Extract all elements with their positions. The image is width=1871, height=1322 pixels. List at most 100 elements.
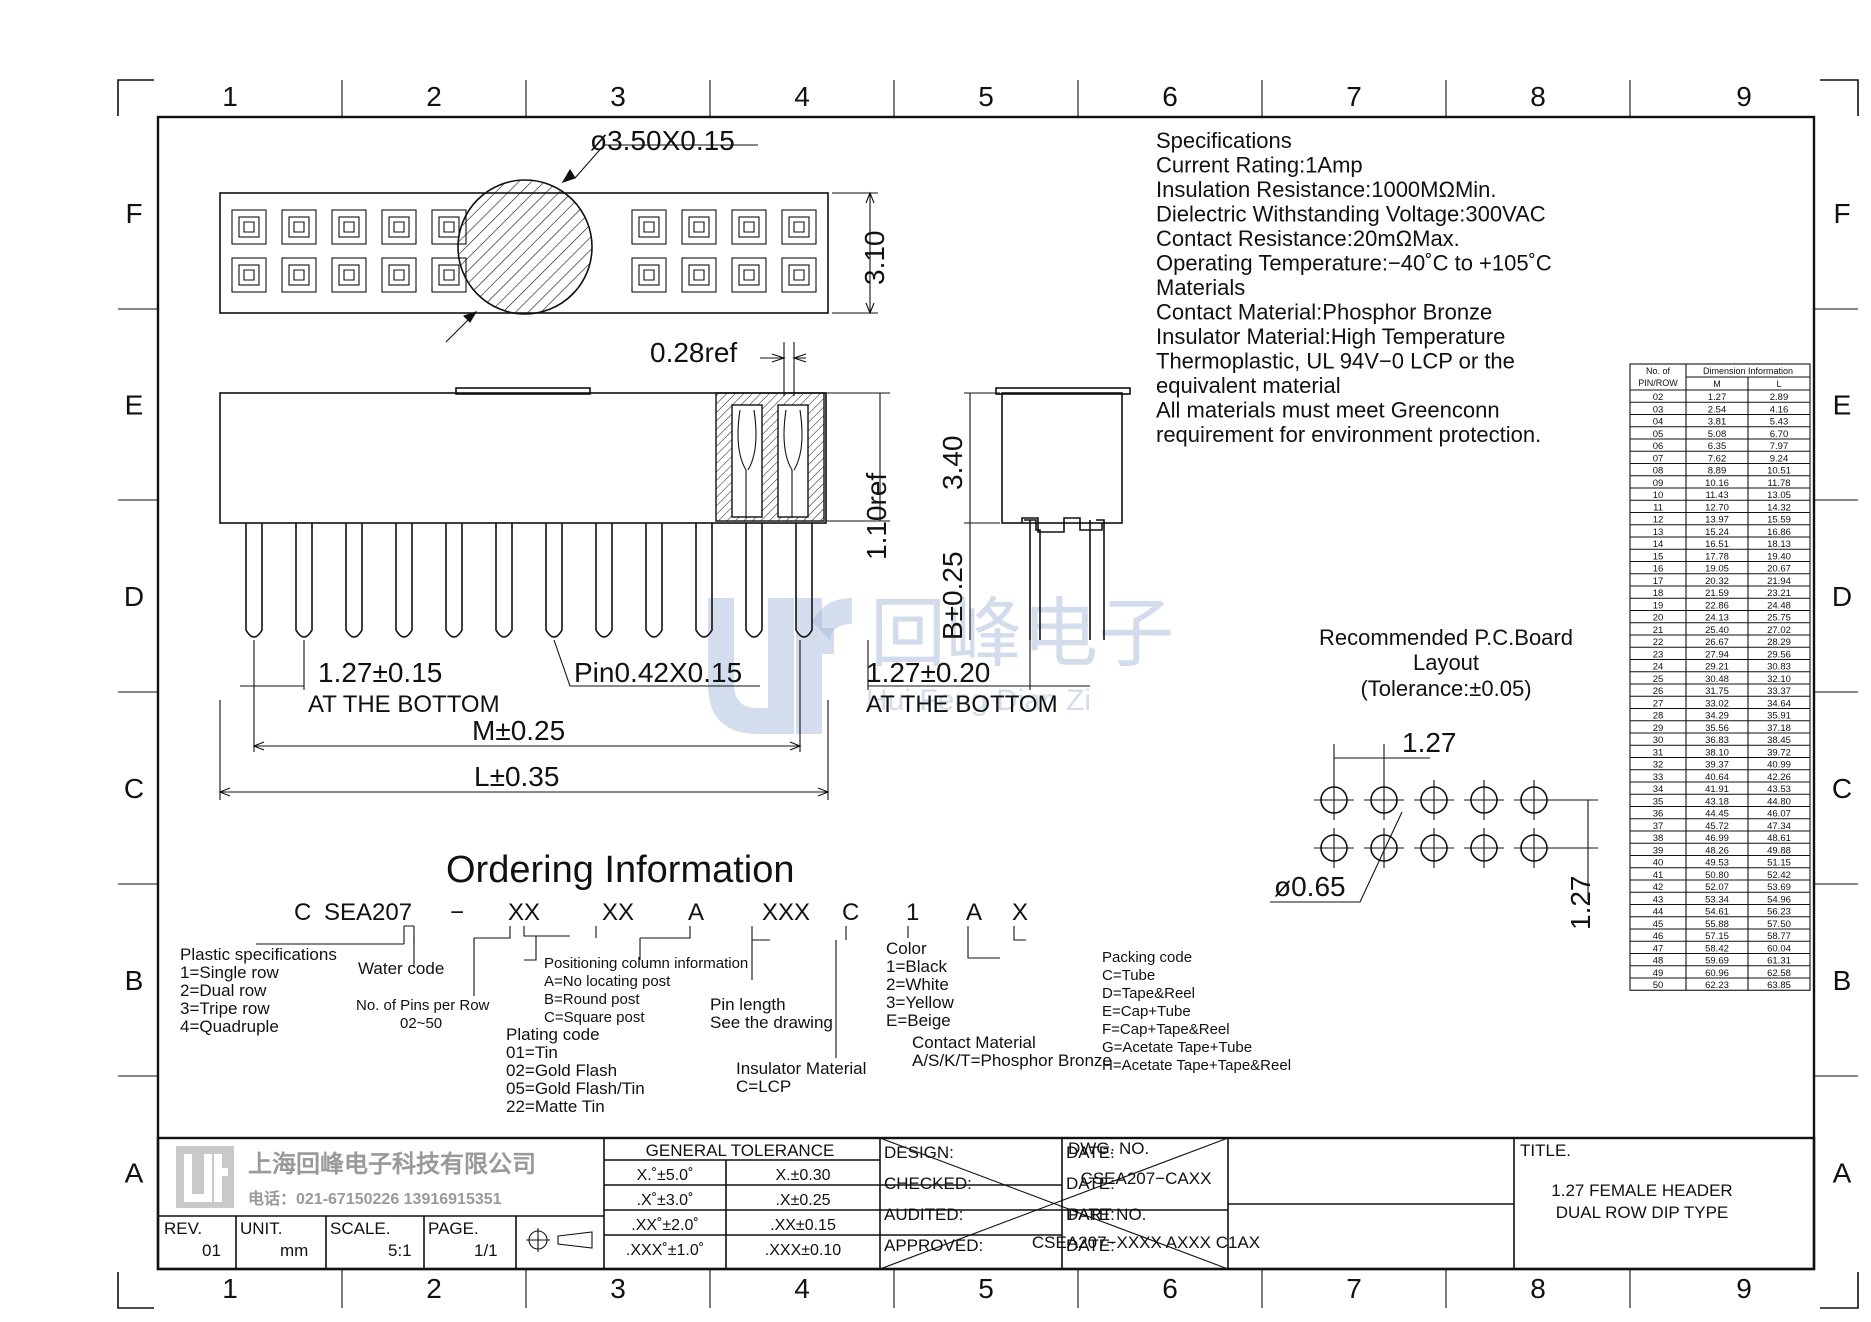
table-cell-l: 40.99 bbox=[1767, 760, 1791, 771]
scale-label: SCALE. bbox=[330, 1219, 390, 1238]
order-code-segment: A bbox=[966, 899, 982, 926]
table-header-dim: Dimension Information bbox=[1703, 366, 1793, 376]
contact-cell-inner bbox=[238, 216, 260, 238]
order-code-segment: C bbox=[842, 899, 859, 926]
contact-cell bbox=[231, 257, 267, 293]
table-cell-l: 42.26 bbox=[1767, 772, 1791, 783]
table-cell-pins: 44 bbox=[1653, 907, 1664, 918]
contact-cell bbox=[331, 209, 367, 245]
pcb-pitch-y: 1.27 bbox=[1565, 876, 1596, 931]
contact-cell-inner bbox=[288, 216, 310, 238]
table-cell-pins: 04 bbox=[1653, 417, 1664, 428]
row-label-left: C bbox=[124, 773, 144, 804]
contact-cell-core bbox=[243, 269, 255, 281]
contact-cell-inner bbox=[688, 264, 710, 286]
ordering-note-pins: No. of Pins per Row bbox=[356, 997, 490, 1014]
spec-line: equivalent material bbox=[1156, 373, 1341, 398]
pcb-hole-crosshair bbox=[1514, 828, 1554, 868]
row-label-right: A bbox=[1833, 1158, 1852, 1189]
table-cell-l: 58.77 bbox=[1767, 931, 1791, 942]
dim-b025: B±0.25 bbox=[937, 551, 968, 640]
sheet-corner-marks bbox=[117, 79, 1859, 1309]
table-cell-pins: 20 bbox=[1653, 613, 1664, 624]
tolerance-angle: X.˚±5.0˚ bbox=[637, 1167, 694, 1184]
table-cell-m: 43.18 bbox=[1705, 796, 1729, 807]
table-cell-l: 35.91 bbox=[1767, 711, 1791, 722]
hole-detail-circle bbox=[457, 179, 593, 315]
table-cell-pins: 11 bbox=[1653, 502, 1663, 513]
pin bbox=[645, 523, 663, 638]
table-cell-m: 31.75 bbox=[1705, 686, 1729, 697]
part-number: CSEA207−XXXX AXXX C1AX bbox=[1032, 1233, 1260, 1252]
contact-cell-core bbox=[293, 269, 305, 281]
table-cell-l: 48.61 bbox=[1767, 833, 1791, 844]
contact-cell bbox=[281, 257, 317, 293]
contact-cell-core bbox=[793, 221, 805, 233]
contact-cell bbox=[381, 209, 417, 245]
table-cell-m: 21.59 bbox=[1705, 588, 1729, 599]
table-cell-l: 46.07 bbox=[1767, 809, 1791, 820]
pcb-hole-crosshair bbox=[1364, 780, 1404, 820]
signoff-role: CHECKED: bbox=[884, 1174, 972, 1193]
table-cell-m: 41.91 bbox=[1705, 784, 1729, 795]
tolerance-angle: .X˚±3.0˚ bbox=[637, 1192, 694, 1209]
table-cell-l: 63.85 bbox=[1767, 980, 1791, 991]
table-cell-l: 9.24 bbox=[1770, 453, 1789, 464]
title-block: 上海回峰电子科技有限公司 电话：021-67150226 13916915351… bbox=[156, 1136, 1816, 1271]
watermark: 回峰电子 Hui Feng Dian Zi bbox=[708, 592, 1174, 734]
table-cell-m: 19.05 bbox=[1705, 564, 1729, 575]
ordering-note-packing: E=Cap+Tube bbox=[1102, 1003, 1191, 1020]
table-cell-m: 7.62 bbox=[1708, 453, 1727, 464]
column-label-top: 1 bbox=[222, 81, 238, 112]
spec-line: Current Rating:1Amp bbox=[1156, 153, 1363, 178]
table-cell-pins: 06 bbox=[1653, 441, 1664, 452]
table-cell-m: 46.99 bbox=[1705, 833, 1729, 844]
column-label-bottom: 3 bbox=[610, 1273, 626, 1304]
column-label-bottom: 4 bbox=[794, 1273, 810, 1304]
table-cell-pins: 32 bbox=[1653, 760, 1664, 771]
pcb-layout: Recommended P.C.Board Layout (Tolerance:… bbox=[1270, 625, 1598, 930]
table-cell-pins: 38 bbox=[1653, 833, 1664, 844]
table-cell-m: 6.35 bbox=[1708, 441, 1727, 452]
contact-cell-core bbox=[693, 269, 705, 281]
pin bbox=[345, 523, 363, 638]
table-cell-m: 33.02 bbox=[1705, 698, 1729, 709]
contact-cell bbox=[731, 209, 767, 245]
page-label: PAGE. bbox=[428, 1219, 479, 1238]
contact-cell-core bbox=[743, 269, 755, 281]
table-cell-l: 10.51 bbox=[1767, 466, 1791, 477]
table-cell-pins: 37 bbox=[1653, 821, 1664, 832]
table-cell-l: 43.53 bbox=[1767, 784, 1791, 795]
ordering-note-color: 3=Yellow bbox=[886, 993, 955, 1012]
row-label-left: E bbox=[125, 390, 144, 421]
ordering-note-positioning: A=No locating post bbox=[544, 973, 671, 990]
contact-cell-core bbox=[343, 221, 355, 233]
ordering-note-color: E=Beige bbox=[886, 1011, 951, 1030]
pin bbox=[495, 523, 513, 638]
row-label-left: A bbox=[125, 1158, 144, 1189]
pin bbox=[245, 523, 263, 638]
order-code-segment: − bbox=[450, 899, 464, 926]
pcb-title-3: (Tolerance:±0.05) bbox=[1360, 676, 1531, 701]
column-label-bottom: 7 bbox=[1346, 1273, 1362, 1304]
contact-cell bbox=[281, 209, 317, 245]
pin bbox=[745, 523, 763, 638]
ordering-note-packing: F=Cap+Tape&Reel bbox=[1102, 1021, 1230, 1038]
table-cell-m: 50.80 bbox=[1705, 870, 1729, 881]
order-code-segment: C bbox=[294, 899, 311, 926]
table-cell-pins: 13 bbox=[1653, 527, 1664, 538]
table-cell-pins: 25 bbox=[1653, 674, 1664, 685]
table-cell-l: 47.34 bbox=[1767, 821, 1791, 832]
table-cell-pins: 12 bbox=[1653, 515, 1664, 526]
table-cell-pins: 02 bbox=[1653, 392, 1664, 403]
table-cell-m: 34.29 bbox=[1705, 711, 1729, 722]
contact-cell-inner bbox=[688, 216, 710, 238]
column-label-bottom: 1 bbox=[222, 1273, 238, 1304]
contact-cell-core bbox=[743, 221, 755, 233]
table-cell-l: 2.89 bbox=[1770, 392, 1789, 403]
ordering-note-insulator: Insulator Material bbox=[736, 1059, 866, 1078]
contact-cell-inner bbox=[738, 216, 760, 238]
table-cell-m: 53.34 bbox=[1705, 894, 1729, 905]
contact-cell-inner bbox=[438, 264, 460, 286]
